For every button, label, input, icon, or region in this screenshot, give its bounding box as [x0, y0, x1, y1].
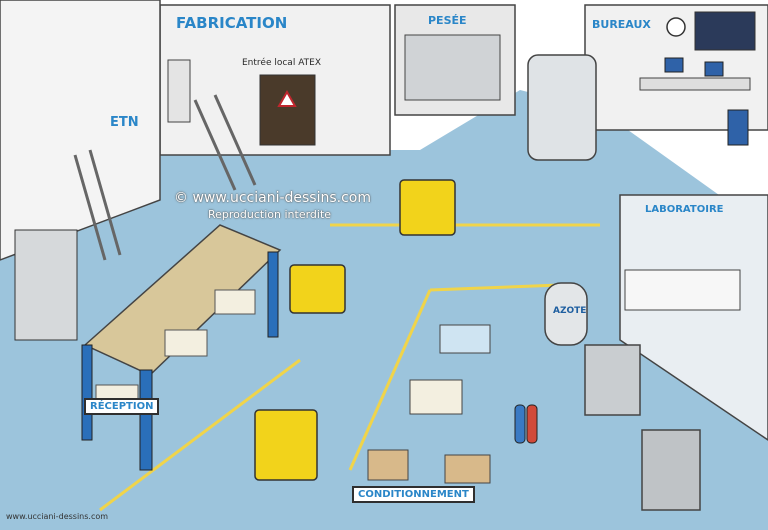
aisle-line — [348, 289, 432, 471]
pallet — [439, 324, 491, 354]
lab-bench — [624, 269, 741, 311]
zone-label-atex: Entrée local ATEX — [242, 58, 321, 68]
office-desk — [639, 77, 751, 91]
rack-post — [267, 251, 279, 338]
packaging-machine — [584, 344, 641, 416]
azote-tank — [544, 282, 588, 346]
zone-label-pesee: PESÉE — [428, 14, 467, 27]
pallet — [409, 379, 463, 415]
aisle-line — [429, 283, 561, 292]
pesee-booth — [404, 34, 501, 101]
gas-cylinder — [526, 404, 538, 444]
watermark-line-1: © www.ucciani-dessins.com — [174, 190, 372, 206]
rack-post — [139, 369, 153, 471]
rack-post — [81, 344, 93, 441]
ladder — [73, 149, 122, 261]
forklift — [254, 409, 318, 481]
rack-boxes — [164, 329, 208, 357]
laboratory-room — [619, 194, 768, 441]
electrical-cabinet — [14, 229, 78, 341]
watermark-line-2: Reproduction interdite — [208, 208, 332, 221]
zone-label-etn: ETN — [110, 115, 139, 130]
office-chair — [727, 109, 749, 146]
pallet — [444, 454, 491, 484]
zone-label-fabrication: FABRICATION — [176, 14, 288, 32]
sign-reception: RÉCEPTION — [84, 398, 160, 415]
credit-text: www.ucciani-dessins.com — [6, 512, 109, 521]
atex-door — [259, 74, 316, 146]
rack-boxes — [214, 289, 256, 315]
zone-label-azote: AZOTE — [553, 306, 587, 316]
reactor-tank — [527, 54, 597, 161]
zone-label-bureaux: BUREAUX — [592, 18, 651, 31]
monitor — [664, 57, 684, 73]
clock-icon — [666, 17, 686, 37]
office-window — [694, 11, 756, 51]
control-panel — [641, 429, 701, 511]
sign-conditionnement: CONDITIONNEMENT — [352, 486, 475, 503]
wall-door — [167, 59, 191, 123]
forklift — [399, 179, 456, 236]
forklift — [289, 264, 346, 314]
staircase — [193, 94, 257, 191]
hazard-sign-atex — [277, 89, 297, 107]
etn-building — [0, 0, 161, 261]
aisle-line — [99, 358, 301, 512]
floor — [0, 90, 768, 530]
zone-label-laboratoire: LABORATOIRE — [645, 204, 724, 215]
monitor — [704, 61, 724, 77]
gas-cylinder — [514, 404, 526, 444]
storage-rack — [83, 224, 282, 376]
pallet — [367, 449, 409, 481]
